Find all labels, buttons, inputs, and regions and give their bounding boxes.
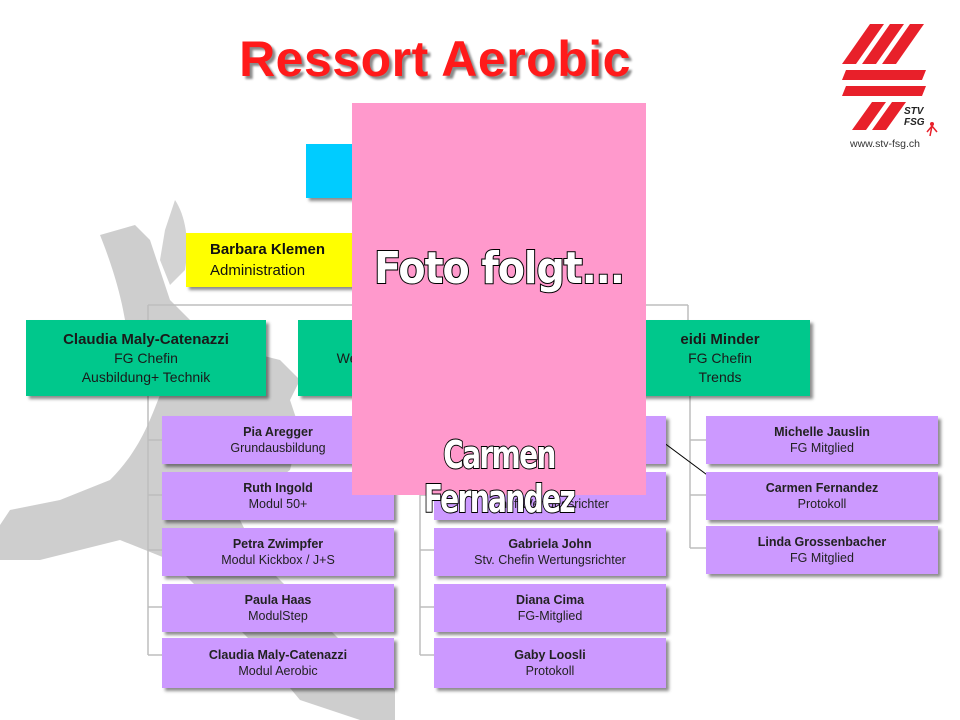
member-box: Diana Cima FG-Mitglied <box>434 584 666 632</box>
member-name: Carmen Fernandez <box>765 481 879 495</box>
member-name: Diana Cima <box>515 593 585 607</box>
member-role: FG Mitglied <box>790 551 854 565</box>
stv-text: STV <box>904 106 925 117</box>
head-line2: Trends <box>698 368 742 385</box>
logo-url: www.stv-fsg.ch <box>850 138 921 150</box>
member-name: Ruth Ingold <box>243 481 313 495</box>
member-name: Gabriela John <box>508 537 592 551</box>
member-role: FG-Mitglied <box>517 609 583 623</box>
member-role: FG Mitglied <box>790 441 854 455</box>
head-name: eidi Minder <box>680 330 760 348</box>
member-role: Protokoll <box>525 664 575 678</box>
member-role: Modul Kickbox / J+S <box>221 553 335 567</box>
member-name: Petra Zwimpfer <box>232 537 324 551</box>
member-role: Protokoll <box>797 497 847 511</box>
head-line2: Ausbildung+ Technik <box>81 368 211 385</box>
member-role: ModulStep <box>248 609 308 623</box>
member-name: Pia Aregger <box>243 425 313 439</box>
member-role: Grundausbildung <box>230 441 326 455</box>
member-box: Paula Haas ModulStep <box>162 584 394 632</box>
member-role: Stv. Chefin Wertungsrichter <box>474 553 626 567</box>
member-box: Linda Grossenbacher FG Mitglied <box>706 526 938 574</box>
member-role: Chef Wertungsrichter <box>491 497 609 511</box>
member-box: Gaby Loosli Protokoll <box>434 638 666 688</box>
member-box: Carmen Fernandez Protokoll <box>706 472 938 520</box>
member-role: Modul 50+ <box>248 497 308 511</box>
page-title: Ressort Aerobic <box>239 31 631 87</box>
admin-name: Barbara Klemen <box>210 241 326 258</box>
member-box: Petra Zwimpfer Modul Kickbox / J+S <box>162 528 394 576</box>
admin-box: Barbara Klemen Administration <box>186 233 366 287</box>
member-box: Michelle Jauslin FG Mitglied <box>706 416 938 464</box>
head-line1: FG Chefin <box>688 349 752 366</box>
stv-cross-icon: STV FSG <box>842 24 938 137</box>
member-name: Claudia Maly-Catenazzi <box>208 648 348 662</box>
photo-placeholder: Foto folgt... Carmen Fernandez <box>352 103 646 522</box>
head-line1: FG Chefin <box>114 349 178 366</box>
stv-logo: STV FSG www.stv-fsg.ch <box>842 18 942 153</box>
member-box: Gabriela John Stv. Chefin Wertungsrichte… <box>434 528 666 576</box>
admin-role: Administration <box>210 262 306 279</box>
head-name: Claudia Maly-Catenazzi <box>63 330 229 348</box>
member-name: Michelle Jauslin <box>774 425 870 439</box>
member-box: Claudia Maly-Catenazzi Modul Aerobic <box>162 638 394 688</box>
member-name: Paula Haas <box>244 593 312 607</box>
member-name: Linda Grossenbacher <box>757 535 887 549</box>
member-name: Gaby Loosli <box>514 648 586 662</box>
photo-name-text: Carmen Fernandez <box>423 432 577 522</box>
member-role: Modul Aerobic <box>238 664 318 678</box>
fsg-text: FSG <box>904 117 925 128</box>
photo-pending-text: Foto folgt... <box>373 242 626 295</box>
head-box-1: Claudia Maly-Catenazzi FG Chefin Ausbild… <box>26 320 266 396</box>
